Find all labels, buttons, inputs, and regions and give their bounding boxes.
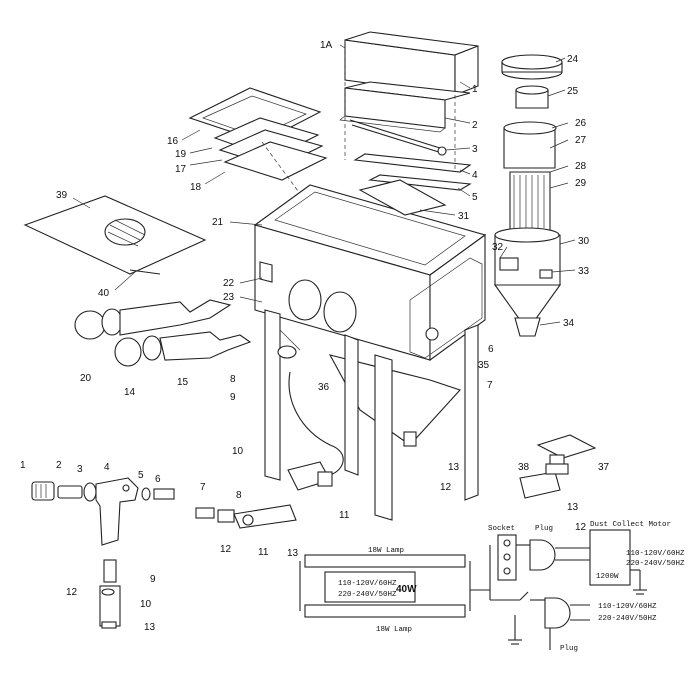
callout-1A: 1A (320, 40, 333, 51)
gun-callout-6: 6 (155, 474, 161, 485)
lamp-cover-assembly (339, 31, 479, 191)
callout-32: 32 (492, 242, 504, 253)
callout-25: 25 (567, 86, 579, 97)
motor-voltage-2: 220-240V/50HZ (626, 560, 685, 568)
dust-collector-assembly (493, 54, 563, 337)
callout-39: 39 (56, 190, 68, 201)
callout-17: 17 (175, 164, 187, 175)
callout-30: 30 (578, 236, 590, 247)
callout-36: 36 (318, 382, 330, 393)
gun-callout-5: 5 (138, 470, 144, 481)
gun-callout-13b: 13 (144, 622, 156, 633)
gloves-assembly (74, 299, 252, 367)
gun-callout-10: 10 (140, 599, 152, 610)
gun-callout-1: 1 (20, 460, 26, 471)
callout-38: 38 (518, 462, 530, 473)
callout-15: 15 (177, 377, 189, 388)
plug-top-label: Plug (535, 525, 553, 533)
gun-callout-12: 12 (220, 544, 232, 555)
gun-callout-2: 2 (56, 460, 62, 471)
callout-27: 27 (575, 135, 587, 146)
plug-voltage-2: 220-240V/50HZ (598, 615, 657, 623)
lamp-top-label: 18W Lamp (368, 547, 404, 555)
callout-13b: 13 (567, 502, 579, 513)
callout-8: 8 (230, 374, 236, 385)
callout-14: 14 (124, 387, 136, 398)
callout-18: 18 (190, 182, 202, 193)
gun-callouts: 1 2 3 4 5 6 7 8 9 10 11 12 13 12 13 (20, 460, 299, 633)
callout-9: 9 (230, 392, 236, 403)
bracket-detail (519, 434, 597, 499)
callout-31: 31 (458, 211, 470, 222)
window-frame-assembly (188, 87, 346, 256)
blast-gun-assembly (31, 477, 297, 629)
gun-callout-12b: 12 (66, 587, 78, 598)
leader-lines (72, 44, 576, 326)
callout-4: 4 (472, 170, 478, 181)
cabinet-callouts: 1A 1 2 3 4 5 24 25 26 27 28 29 30 33 34 … (56, 40, 610, 533)
ballast-voltage-1: 110-120V/60HZ (338, 580, 397, 588)
callout-37: 37 (598, 462, 610, 473)
motor-title: Dust Collect Motor (590, 521, 671, 529)
callout-23: 23 (223, 292, 235, 303)
socket-label: Socket (488, 525, 515, 533)
callout-3: 3 (472, 144, 478, 155)
lamp-bottom-label: 18W Lamp (376, 626, 412, 634)
callout-13: 13 (448, 462, 460, 473)
callout-2: 2 (472, 120, 478, 131)
gun-callout-11: 11 (258, 547, 269, 558)
callout-16: 16 (167, 136, 179, 147)
gun-callout-3: 3 (77, 464, 83, 475)
callout-21: 21 (212, 217, 224, 228)
callout-24: 24 (567, 54, 579, 65)
callout-40: 40 (98, 288, 110, 299)
callout-6: 6 (488, 344, 494, 355)
gun-callout-7: 7 (200, 482, 206, 493)
callout-26: 26 (575, 118, 587, 129)
motor-voltage-1: 110-120V/60HZ (626, 550, 685, 558)
gun-callout-4: 4 (104, 462, 110, 473)
ballast-wattage: 40W (396, 584, 417, 595)
callout-7: 7 (487, 380, 493, 391)
plug-voltage-1: 110-120V/60HZ (598, 603, 657, 611)
curtain-assembly (23, 195, 207, 275)
wiring-labels: 18W Lamp 18W Lamp 110-120V/60HZ 220-240V… (338, 521, 685, 653)
callout-19: 19 (175, 149, 187, 160)
callout-1: 1 (472, 84, 478, 95)
callout-29: 29 (575, 178, 587, 189)
callout-34: 34 (563, 318, 575, 329)
callout-20: 20 (80, 373, 92, 384)
callout-11: 11 (339, 510, 350, 521)
gun-callout-8: 8 (236, 490, 242, 501)
callout-22: 22 (223, 278, 235, 289)
wiring-diagram (299, 529, 647, 650)
callout-12: 12 (440, 482, 452, 493)
callout-35: 35 (478, 360, 490, 371)
motor-wattage: 1200W (596, 573, 619, 581)
callout-28: 28 (575, 161, 587, 172)
plug-bottom-label: Plug (560, 645, 578, 653)
callout-10: 10 (232, 446, 244, 457)
callout-12b: 12 (575, 522, 587, 533)
callout-5: 5 (472, 192, 478, 203)
gun-callout-13: 13 (287, 548, 299, 559)
ballast-voltage-2: 220-240V/50HZ (338, 591, 397, 599)
cabinet-body (253, 179, 487, 521)
gun-callout-9: 9 (150, 574, 156, 585)
callout-33: 33 (578, 266, 590, 277)
